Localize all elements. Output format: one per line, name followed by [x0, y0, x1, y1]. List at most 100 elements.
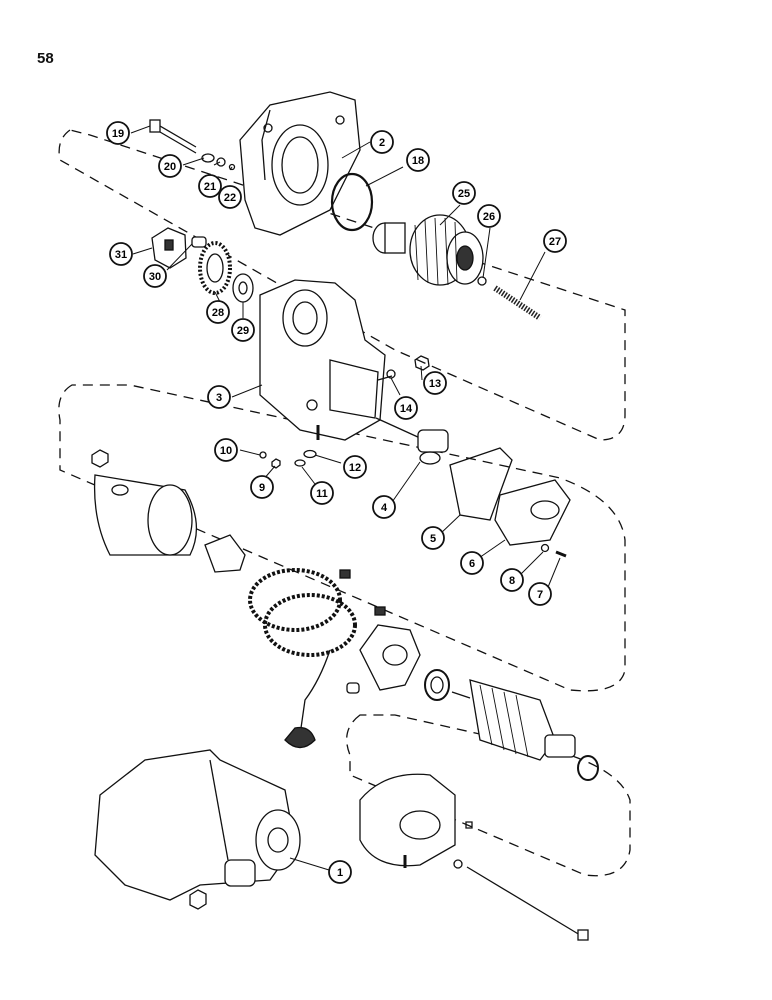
callout-circle — [477, 204, 501, 228]
callout-circle — [143, 264, 167, 288]
callout-circle — [452, 181, 476, 205]
callout-18: 18 — [406, 148, 430, 172]
callout-label: 5 — [430, 533, 436, 545]
gear-part — [198, 241, 232, 295]
callout-8: 8 — [500, 568, 524, 592]
callout-circle — [206, 300, 230, 324]
callout-label: 14 — [400, 403, 413, 415]
callout-circle — [460, 551, 484, 575]
lock-washer-part — [540, 543, 550, 553]
callout-circle — [421, 526, 445, 550]
nut-part — [465, 821, 473, 829]
field-frame-part — [91, 449, 198, 556]
callout-7: 7 — [528, 582, 552, 606]
callout-1: 1 — [328, 860, 352, 884]
cover-part — [494, 479, 571, 546]
brush-part — [346, 682, 360, 694]
callout-label: 7 — [537, 589, 543, 601]
dashed-group-upper — [58, 129, 626, 441]
bolt-part — [149, 119, 197, 154]
callout-label: 11 — [316, 488, 328, 500]
pole-shoe-part — [204, 534, 246, 573]
callout-circle — [394, 396, 418, 420]
o-ring-part — [330, 172, 374, 232]
lock-washer-part — [303, 449, 317, 459]
callout-label: 13 — [429, 378, 441, 390]
callout-22: 22 — [218, 185, 242, 209]
callout-circle — [106, 121, 130, 145]
page-number: 58 — [37, 50, 54, 67]
dashed-group-lower — [346, 714, 631, 877]
callout-5: 5 — [421, 526, 445, 550]
callout-4: 4 — [372, 495, 396, 519]
callout-9: 9 — [250, 475, 274, 499]
callout-circle — [198, 174, 222, 198]
callout-circle — [207, 385, 231, 409]
callout-circle — [423, 371, 447, 395]
callout-21: 21 — [198, 174, 222, 198]
callout-25: 25 — [452, 181, 476, 205]
small-washer-part — [228, 163, 236, 171]
callout-label: 20 — [164, 161, 176, 173]
callout-10: 10 — [214, 438, 238, 462]
callout-label: 18 — [412, 155, 424, 167]
brush-holder-part — [359, 624, 421, 691]
roller-part — [191, 236, 207, 248]
callout-label: 3 — [216, 392, 222, 404]
nut-part — [414, 355, 430, 371]
callout-13: 13 — [423, 371, 447, 395]
washer-part — [259, 451, 267, 459]
callout-6: 6 — [460, 551, 484, 575]
end-frame-part — [359, 773, 456, 868]
leader-lines — [130, 125, 561, 871]
gasket-part — [449, 447, 513, 521]
solenoid-housing-part — [259, 279, 393, 441]
callout-circle — [214, 438, 238, 462]
retainer-part — [151, 227, 187, 269]
callout-label: 25 — [458, 188, 470, 200]
callout-29: 29 — [231, 318, 255, 342]
callout-30: 30 — [143, 264, 167, 288]
callout-circle — [370, 130, 394, 154]
ball-part — [477, 276, 487, 286]
callout-20: 20 — [158, 154, 182, 178]
through-bolt-part — [466, 866, 581, 936]
callout-label: 10 — [220, 445, 232, 457]
callout-12: 12 — [343, 455, 367, 479]
callout-circle — [343, 455, 367, 479]
callout-label: 8 — [509, 575, 515, 587]
spring-part — [493, 285, 542, 321]
nut-part — [271, 458, 281, 469]
callout-label: 2 — [379, 137, 385, 149]
callout-circle — [218, 185, 242, 209]
callout-label: 28 — [212, 307, 224, 319]
callout-14: 14 — [394, 396, 418, 420]
washer-part — [453, 859, 463, 869]
callout-19: 19 — [106, 121, 130, 145]
plunger-part — [375, 417, 449, 465]
callout-circle — [543, 229, 567, 253]
callout-label: 4 — [381, 502, 388, 514]
field-coil-part — [248, 568, 386, 749]
assembled-starter-part — [94, 749, 301, 910]
callout-31: 31 — [109, 242, 133, 266]
callout-circle — [528, 582, 552, 606]
washer-part — [294, 459, 306, 467]
callout-circle — [372, 495, 396, 519]
callout-label: 9 — [259, 482, 265, 494]
callout-label: 31 — [115, 249, 127, 261]
callout-28: 28 — [206, 300, 230, 324]
callout-3: 3 — [207, 385, 231, 409]
callout-circle — [500, 568, 524, 592]
callout-label: 22 — [224, 192, 236, 204]
bearing-part — [577, 755, 599, 781]
callout-circle — [231, 318, 255, 342]
callout-circle — [328, 860, 352, 884]
callout-label: 19 — [112, 128, 124, 140]
callout-label: 1 — [337, 867, 343, 879]
callout-circle — [158, 154, 182, 178]
callout-26: 26 — [477, 204, 501, 228]
callout-label: 29 — [237, 325, 249, 337]
